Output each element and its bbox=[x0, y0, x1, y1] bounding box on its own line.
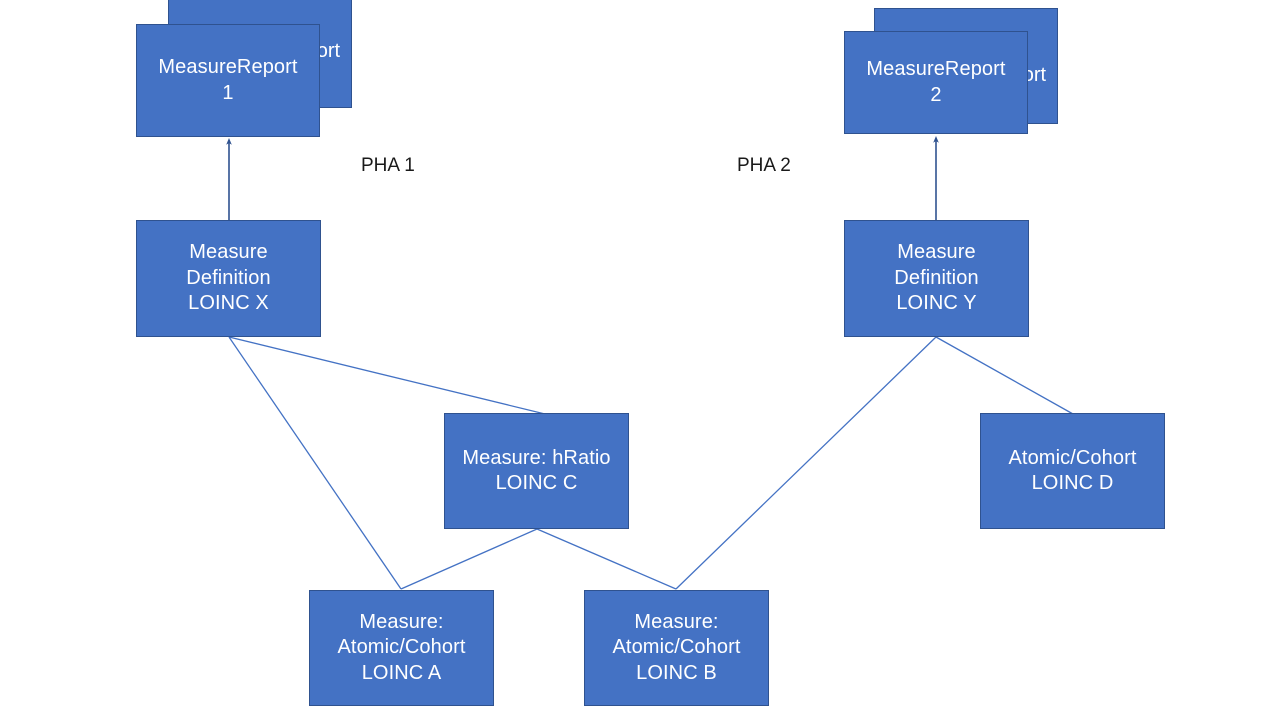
measure-report-2-front-card[interactable]: MeasureReport 2 bbox=[844, 31, 1028, 134]
atomic-cohort-loinc-d-line-2: LOINC D bbox=[1031, 472, 1114, 494]
edge-hratio-c-to-loinc-a bbox=[400, 528, 538, 590]
measure-hratio-loinc-c[interactable]: Measure: hRatio LOINC C bbox=[444, 413, 629, 529]
edge-md-y-to-loinc-d bbox=[935, 336, 1074, 415]
measure-report-2-line-1: MeasureReport bbox=[866, 58, 1006, 81]
measure-atomic-cohort-loinc-a-line-3: LOINC A bbox=[361, 661, 442, 684]
edge-md-x-to-loinc-a bbox=[228, 336, 402, 590]
measure-hratio-loinc-c-line-2: LOINC C bbox=[495, 472, 578, 494]
measure-definition-loinc-x[interactable]: Measure Definition LOINC X bbox=[136, 220, 321, 337]
measure-report-2-line-2: 2 bbox=[930, 83, 942, 106]
pha-1-label: PHA 1 bbox=[361, 155, 415, 176]
measure-hratio-loinc-c-line-1: Measure: hRatio bbox=[462, 446, 611, 469]
measure-definition-loinc-y-line-3: LOINC Y bbox=[896, 292, 977, 315]
edge-md-y-to-loinc-b bbox=[675, 336, 937, 590]
edge-md-x-to-hratio-c bbox=[228, 336, 546, 415]
measure-report-1-front-card[interactable]: MeasureReport 1 bbox=[136, 24, 320, 137]
measure-atomic-cohort-loinc-b-line-1: Measure: bbox=[634, 610, 719, 633]
measure-definition-loinc-y-line-2: Definition bbox=[894, 266, 979, 289]
pha-2-label: PHA 2 bbox=[737, 155, 791, 176]
measure-atomic-cohort-loinc-a-line-2: Atomic/Cohort bbox=[337, 636, 466, 659]
edge-hratio-c-to-loinc-b bbox=[536, 528, 677, 590]
measure-atomic-cohort-loinc-a-line-1: Measure: bbox=[359, 610, 444, 633]
measure-definition-loinc-y-line-1: Measure bbox=[897, 241, 976, 264]
measure-atomic-cohort-loinc-b[interactable]: Measure: Atomic/Cohort LOINC B bbox=[584, 590, 769, 706]
atomic-cohort-loinc-d[interactable]: Atomic/Cohort LOINC D bbox=[980, 413, 1165, 529]
measure-definition-loinc-x-line-3: LOINC X bbox=[188, 292, 269, 315]
measure-definition-loinc-y[interactable]: Measure Definition LOINC Y bbox=[844, 220, 1029, 337]
measure-definition-loinc-x-line-2: Definition bbox=[186, 266, 271, 289]
measure-atomic-cohort-loinc-a[interactable]: Measure: Atomic/Cohort LOINC A bbox=[309, 590, 494, 706]
measure-report-1-line-2: 1 bbox=[222, 81, 234, 104]
measure-atomic-cohort-loinc-b-line-2: Atomic/Cohort bbox=[612, 636, 741, 659]
measure-atomic-cohort-loinc-b-line-3: LOINC B bbox=[636, 661, 717, 684]
atomic-cohort-loinc-d-line-1: Atomic/Cohort bbox=[1008, 446, 1137, 469]
measure-report-1-line-1: MeasureReport bbox=[158, 56, 298, 79]
measure-definition-loinc-x-line-1: Measure bbox=[189, 241, 268, 264]
